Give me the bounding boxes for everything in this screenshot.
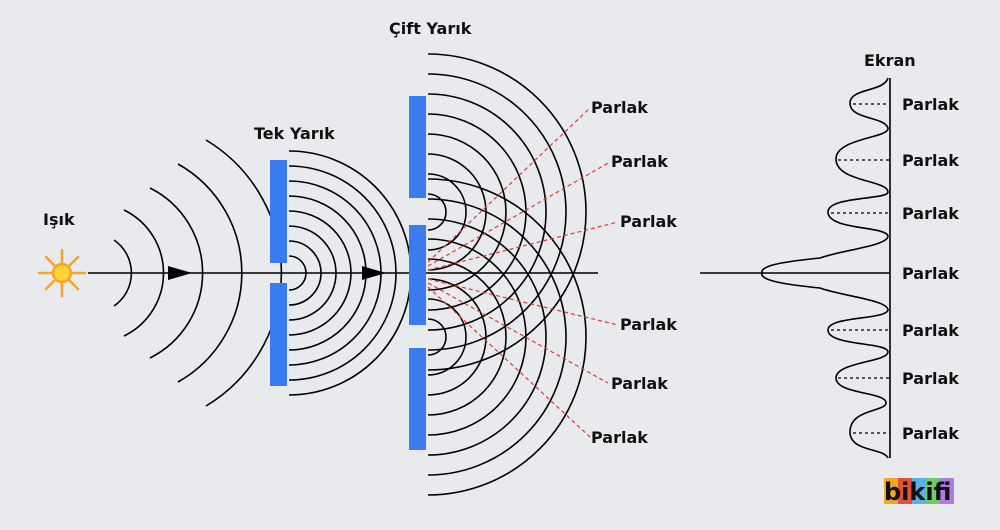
intensity-curve <box>761 77 889 459</box>
arrow-icon <box>168 266 192 280</box>
screen-labels: Parlak Parlak Parlak Parlak Parlak Parla… <box>902 95 959 443</box>
double-slit-barrier-top <box>409 96 426 198</box>
screen-title: Ekran <box>864 51 916 70</box>
single-slit-barrier-bottom <box>270 283 287 386</box>
single-slit-barrier-top <box>270 160 287 263</box>
peak-markers <box>831 103 890 434</box>
sun-icon <box>37 248 87 298</box>
screen-label: Parlak <box>902 369 959 388</box>
ray-label: Parlak <box>591 98 648 117</box>
lower-slit-wavefronts <box>427 178 587 496</box>
screen-label: Parlak <box>902 424 959 443</box>
bright-rays <box>427 107 619 438</box>
double-slit-label: Çift Yarık <box>389 19 472 38</box>
ray-labels: Parlak Parlak Parlak Parlak Parlak Parla… <box>591 98 677 447</box>
ray-label: Parlak <box>620 315 677 334</box>
screen-label: Parlak <box>902 321 959 340</box>
double-slit-barrier-bottom <box>409 348 426 450</box>
screen-label: Parlak <box>902 204 959 223</box>
ray-label: Parlak <box>611 152 668 171</box>
source-label: Işık <box>43 210 75 229</box>
single-slit-label: Tek Yarık <box>254 124 335 143</box>
ray-label: Parlak <box>611 374 668 393</box>
bikifi-logo: bikifi <box>884 478 954 506</box>
arrow-icon <box>362 266 386 280</box>
upper-slit-wavefronts <box>427 53 587 371</box>
screen-label: Parlak <box>902 95 959 114</box>
screen-label: Parlak <box>902 264 959 283</box>
source-wavefronts <box>113 139 283 407</box>
single-slit-wavefronts <box>288 150 412 396</box>
double-slit-barrier-middle <box>409 225 426 325</box>
ray-label: Parlak <box>620 212 677 231</box>
screen-label: Parlak <box>902 151 959 170</box>
ray-label: Parlak <box>591 428 648 447</box>
brand-name: bikifi <box>884 478 951 506</box>
